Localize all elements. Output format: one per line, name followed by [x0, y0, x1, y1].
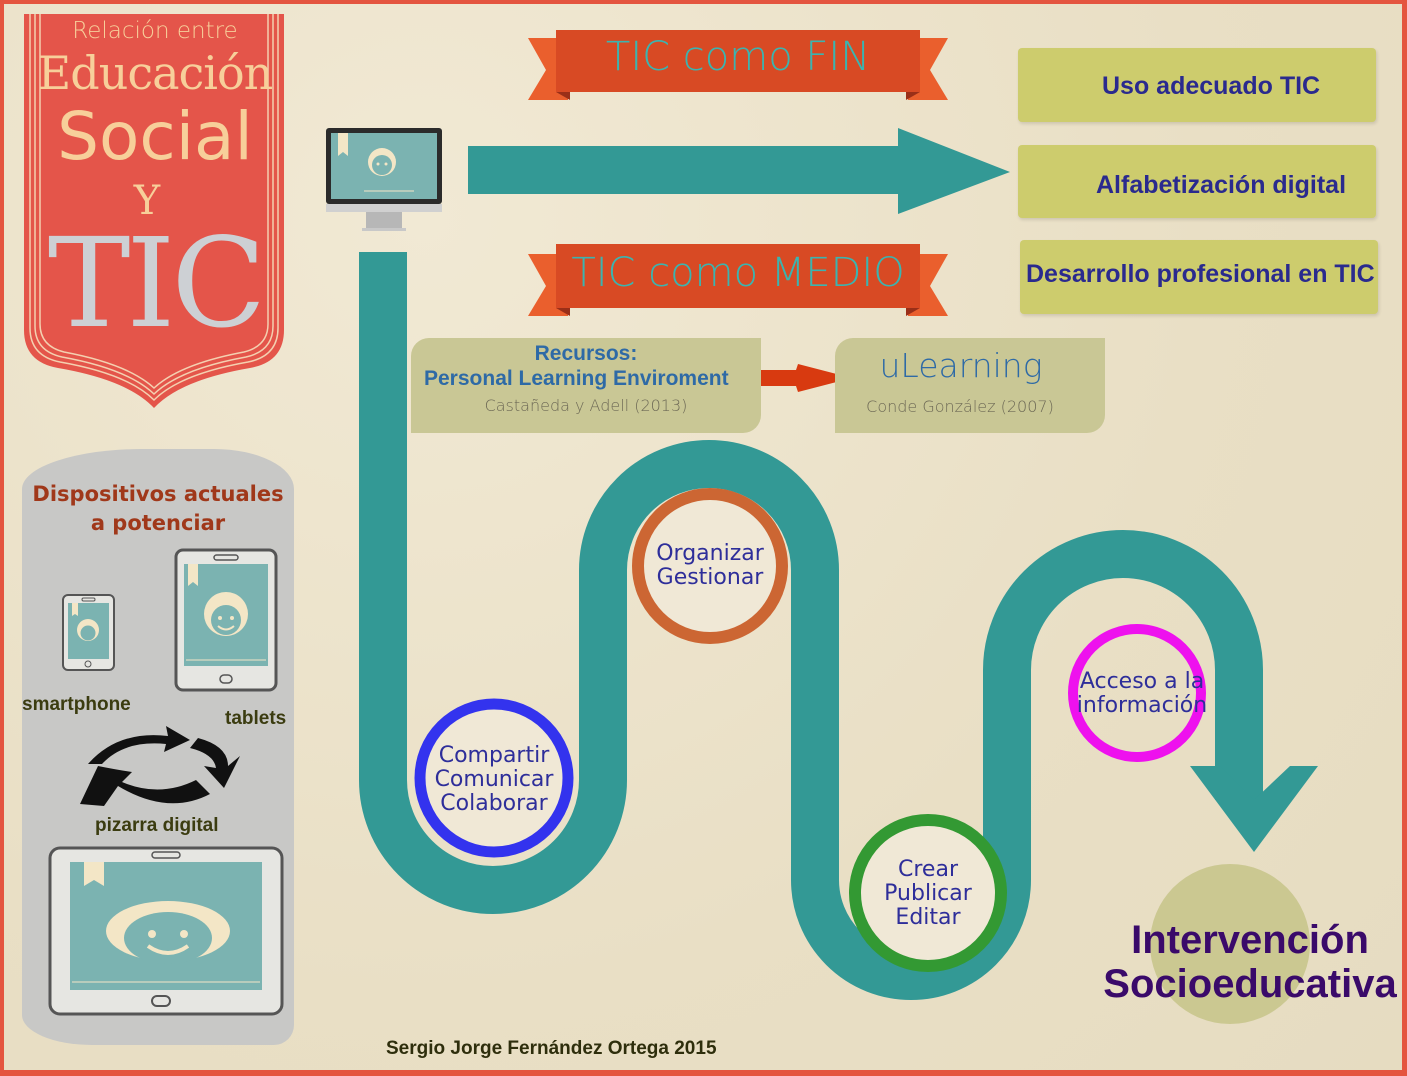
fin-arrow [468, 128, 1010, 214]
outcome-label: Uso adecuado TIC [1102, 72, 1321, 100]
smartphone-label: smartphone [22, 694, 131, 715]
title-line-relacion: Relación entre [72, 18, 238, 44]
step-line: Acceso a la [1079, 669, 1205, 694]
outcome-box-uso: Uso adecuado TIC [1018, 48, 1376, 122]
step-organizar-label: Organizar Gestionar [630, 542, 790, 590]
step-ring-acceso [1068, 624, 1206, 762]
step-line: Crear [898, 857, 958, 882]
ribbon-fin-label: TIC como FIN [605, 34, 871, 80]
devices-heading-line: a potenciar [90, 511, 226, 535]
step-ring-organizar [632, 488, 788, 644]
resource-ple-citation: Castañeda y Adell (2013) [484, 396, 688, 415]
digital-whiteboard-icon [48, 846, 284, 1016]
ribbon-medio-label: TIC como MEDIO [571, 250, 905, 296]
step-line: Compartir [438, 743, 550, 768]
outcome-label: Desarrollo profesional en TIC [1026, 260, 1375, 288]
goal-line: Intervención [1131, 918, 1369, 962]
goal-label: Intervención Socioeducativa [1090, 918, 1407, 1006]
outcome-box-desarrollo: Desarrollo profesional en TIC [1020, 240, 1378, 314]
cycle-arrows-icon [80, 726, 240, 806]
tablets-label: tablets [225, 708, 287, 729]
step-ring-compartir [414, 698, 574, 858]
step-line: Colaborar [440, 791, 548, 816]
resource-ple-title: Personal Learning Enviroment [424, 367, 729, 390]
resource-box-ple [411, 338, 761, 433]
goal-line: Socioeducativa [1103, 962, 1397, 1006]
computer-monitor-icon [326, 128, 442, 231]
path-arrow-head [1190, 766, 1318, 852]
ribbon-medio [528, 244, 948, 316]
title-line-y: Y [133, 178, 161, 224]
step-compartir-label: Compartir Comunicar Colaborar [414, 744, 574, 816]
title-line-tic: TIC [47, 212, 267, 356]
step-line: Editar [895, 905, 961, 930]
step-line: Publicar [884, 881, 972, 906]
outcome-label: Alfabetización digital [1096, 171, 1347, 199]
step-acceso-label: Acceso a la información [1062, 670, 1222, 718]
pizarra-label: pizarra digital [95, 815, 219, 836]
step-line: Organizar [656, 541, 764, 566]
devices-heading-line: Dispositivos actuales [32, 482, 284, 506]
ribbon-fin [528, 30, 948, 100]
step-line: Comunicar [434, 767, 554, 792]
resource-ple-heading: Recursos: [534, 342, 638, 365]
resource-box-ulearning [835, 338, 1105, 433]
tablet-icon [174, 548, 278, 692]
step-ring-crear [849, 814, 1007, 972]
title-line-educacion: Educación [37, 46, 274, 100]
resource-ulearning-title: uLearning [879, 346, 1043, 385]
resource-arrow [752, 364, 852, 392]
devices-heading: Dispositivos actuales a potenciar [22, 480, 294, 538]
author-credit: Sergio Jorge Fernández Ortega 2015 [386, 1038, 717, 1059]
smartphone-icon [62, 594, 115, 671]
title-line-social: Social [57, 98, 253, 175]
goal-circle [1150, 864, 1310, 1024]
outcome-box-alfabetizacion: Alfabetización digital [1018, 145, 1376, 218]
step-line: información [1076, 693, 1208, 718]
learning-path [359, 252, 1263, 1000]
resource-ulearning-citation: Conde González (2007) [866, 397, 1054, 416]
title-shield [24, 14, 284, 408]
step-line: Gestionar [656, 565, 764, 590]
step-crear-label: Crear Publicar Editar [848, 858, 1008, 930]
